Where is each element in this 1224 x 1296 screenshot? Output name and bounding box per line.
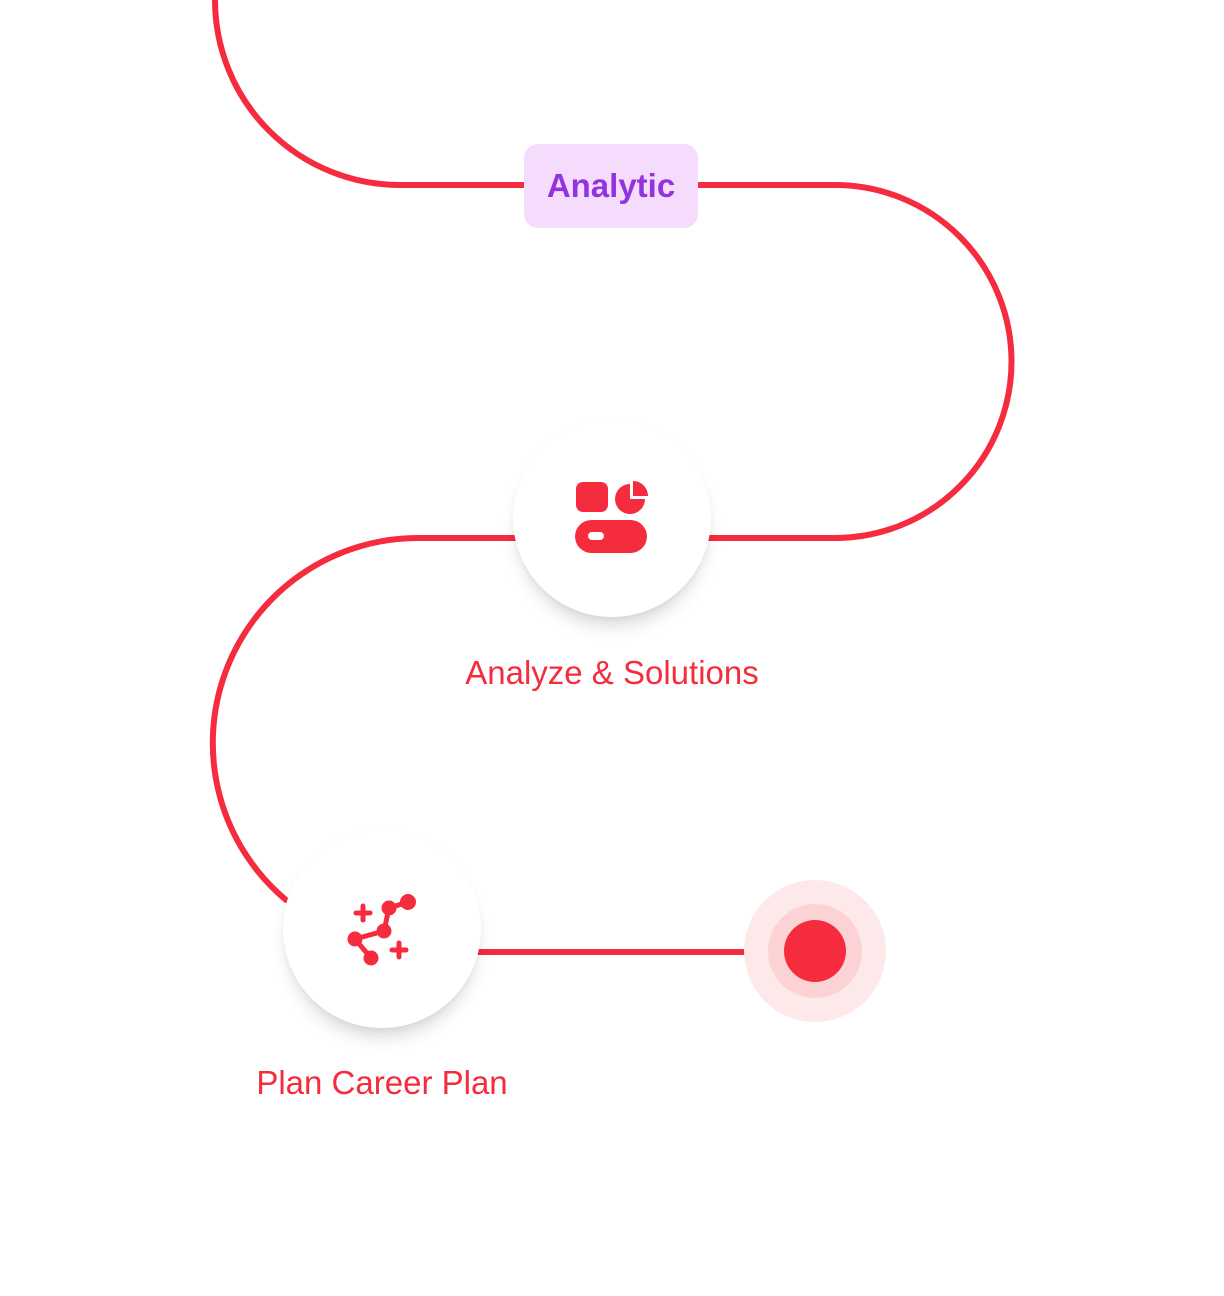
step-plan-career-plan-label: Plan Career Plan	[256, 1064, 508, 1101]
node-network-sparkle-icon	[347, 894, 416, 966]
dashboard-widgets-icon	[575, 481, 648, 553]
step-analyze-solutions-label: Analyze & Solutions	[465, 654, 759, 691]
step-plan-career-plan[interactable]	[283, 830, 481, 1028]
roadmap-curve	[209, 0, 1015, 903]
step-analyze-solutions[interactable]	[513, 419, 711, 617]
analytic-badge-label: Analytic	[546, 167, 676, 204]
analytic-badge: Analytic	[524, 144, 698, 228]
roadmap-end-dot	[744, 880, 886, 1022]
